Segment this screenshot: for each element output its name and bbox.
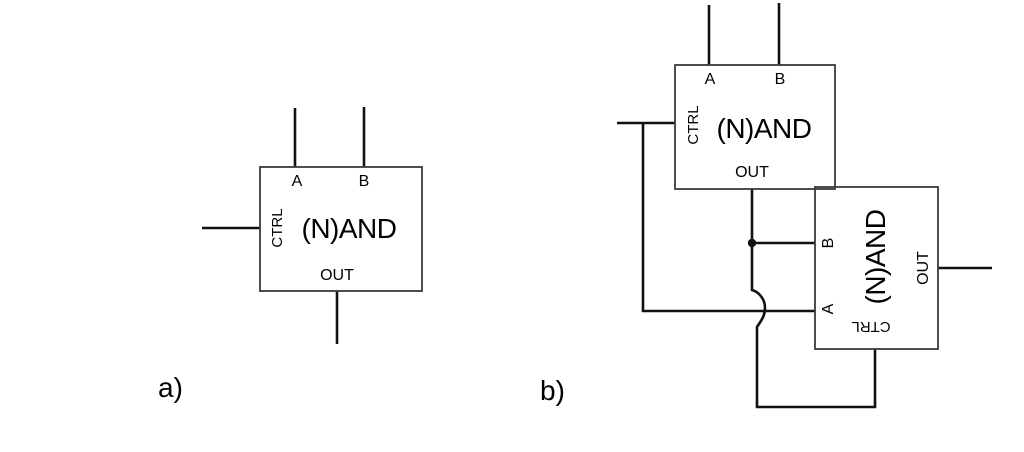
gate-a-name-label: (N)AND [302, 213, 397, 244]
gate-b2-port-b-label: B [820, 238, 837, 249]
gate-b2-port-out-label: OUT [915, 251, 932, 285]
gate-b1-port-ctrl-label: CTRL [685, 105, 702, 144]
gate-b1-port-b-label: B [775, 71, 786, 88]
gate-b2-port-a-label: A [820, 303, 837, 314]
gate-b1-port-a-label: A [705, 71, 716, 88]
wire-out-to-ctrl-with-hop [750, 243, 877, 409]
wire-ctrl-branch-to-a [641, 123, 815, 313]
gate-a-body [259, 166, 423, 292]
gate-a-port-b-label: B [359, 173, 370, 190]
caption-b: b) [540, 375, 565, 406]
gate-b1-body [674, 64, 836, 190]
circuit-a: A B CTRL (N)AND OUT a) [158, 107, 423, 403]
gate-b2-name-label: (N)AND [860, 210, 891, 305]
gate-b1-name-label: (N)AND [717, 113, 812, 144]
gate-a-port-out-label: OUT [320, 267, 354, 284]
gate-a-port-ctrl-label: CTRL [269, 208, 286, 247]
gate-b2-body [814, 186, 939, 350]
circuit-b: A B CTRL (N)AND OUT B A (N)AND OUT CTRL … [540, 3, 992, 409]
gate-a-port-a-label: A [292, 173, 303, 190]
gate-b2-port-ctrl-label: CTRL [851, 318, 890, 335]
caption-a: a) [158, 372, 183, 403]
gate-b1-port-out-label: OUT [735, 164, 769, 181]
